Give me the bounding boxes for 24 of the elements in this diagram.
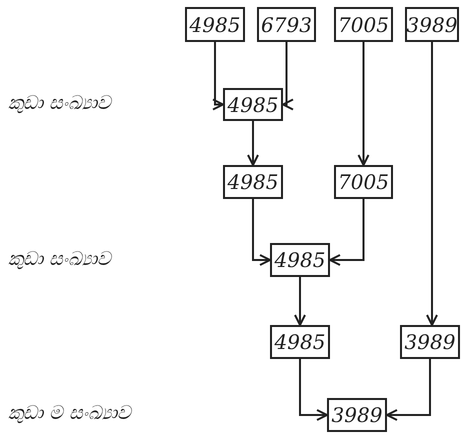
arrow (282, 42, 294, 110)
arrow (247, 121, 259, 166)
number-box: 4985 (223, 88, 283, 121)
number-box: 3989 (405, 7, 459, 42)
arrow (252, 199, 271, 266)
arrow (329, 199, 364, 266)
arrow (294, 277, 306, 326)
row-label: කුඩා ම සංඛ්‍යාව (8, 402, 132, 424)
number-box: 4985 (223, 165, 283, 199)
arrow (212, 42, 224, 110)
row-label: කුඩා සංඛ්‍යාව (8, 92, 112, 114)
number-box: 4985 (185, 7, 245, 42)
number-box: 3989 (327, 398, 387, 432)
arrow (358, 42, 370, 166)
number-box: 4985 (270, 325, 330, 359)
number-box: 7005 (334, 7, 393, 42)
arrow (386, 359, 431, 421)
row-label: කුඩා සංඛ්‍යාව (8, 248, 112, 270)
arrow (299, 359, 328, 421)
arrow (426, 42, 438, 326)
number-box: 6793 (257, 7, 316, 42)
number-box: 4985 (270, 243, 330, 277)
number-box: 7005 (334, 165, 393, 199)
number-box: 3989 (400, 325, 460, 359)
